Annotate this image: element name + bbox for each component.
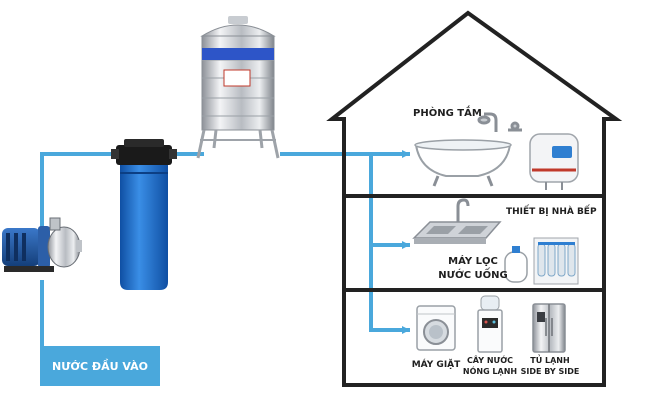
- house-outline: [326, 10, 623, 387]
- water-dispenser-icon: [477, 295, 503, 353]
- water-pump-icon: [2, 217, 82, 272]
- purifier-label-line2: NƯỚC UỐNG: [438, 270, 508, 281]
- kitchen-sink-icon: [412, 198, 502, 244]
- kitchen-label: THIẾT BỊ NHÀ BẾP: [506, 207, 597, 217]
- ro-purifier-icon: [504, 237, 579, 285]
- fridge-label-line2: SIDE BY SIDE: [520, 367, 580, 376]
- shower-faucet-icon: [477, 112, 522, 132]
- dispenser-label-line1: CÂY NƯỚC: [466, 356, 514, 365]
- input-water-label: NƯỚC ĐẦU VÀO: [40, 346, 160, 386]
- washing-machine-icon: [416, 305, 456, 351]
- dispenser-label-line2: NÓNG LẠNH: [462, 367, 518, 376]
- bathroom-label: PHÒNG TẮM: [413, 108, 482, 119]
- input-water-text: NƯỚC ĐẦU VÀO: [51, 359, 149, 373]
- purifier-label-line1: MÁY LỌC: [448, 256, 498, 267]
- water-heater-icon: [529, 133, 579, 190]
- pipe-pump-to-filter: [40, 152, 120, 236]
- washer-label: MÁY GIẶT: [411, 360, 461, 370]
- water-filter-icon: [111, 139, 177, 290]
- water-tank-icon: [196, 16, 280, 159]
- fridge-label-line1: TỦ LẠNH: [530, 356, 570, 365]
- bathtub-icon: [414, 139, 512, 187]
- side-by-side-fridge-icon: [532, 303, 566, 353]
- pipe-network: [40, 150, 410, 346]
